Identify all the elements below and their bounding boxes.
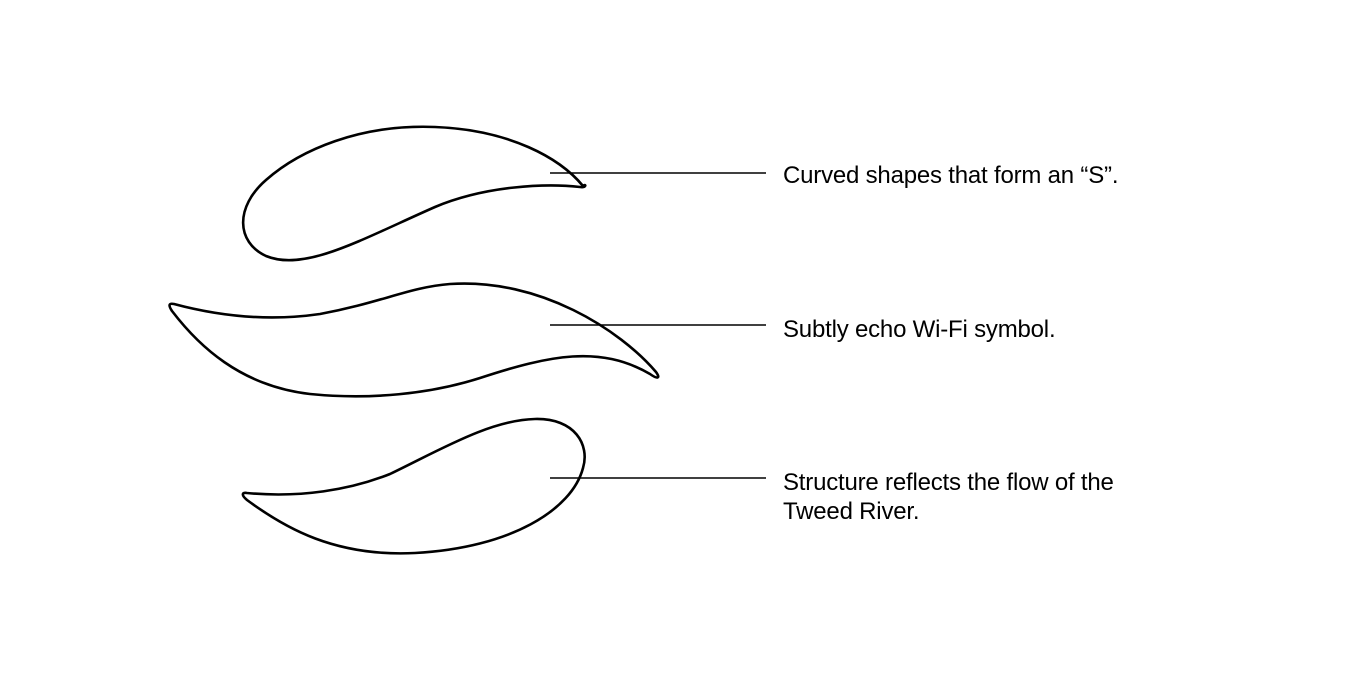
bottom-curve-shape [241, 417, 586, 555]
top-curve-shape [241, 125, 587, 262]
middle-curve-shape [168, 282, 660, 398]
annotation-text: Tweed River. [783, 498, 920, 525]
annotation-text: Curved shapes that form an “S”. [783, 162, 1119, 189]
annotation-text: Structure reflects the flow of the [783, 469, 1114, 496]
annotation-s-shape: Curved shapes that form an “S”. [783, 161, 1203, 190]
annotation-river: Structure reflects the flow of the Tweed… [783, 468, 1203, 526]
annotation-text: Subtly echo Wi-Fi symbol. [783, 316, 1056, 343]
annotation-wifi: Subtly echo Wi-Fi symbol. [783, 315, 1203, 344]
